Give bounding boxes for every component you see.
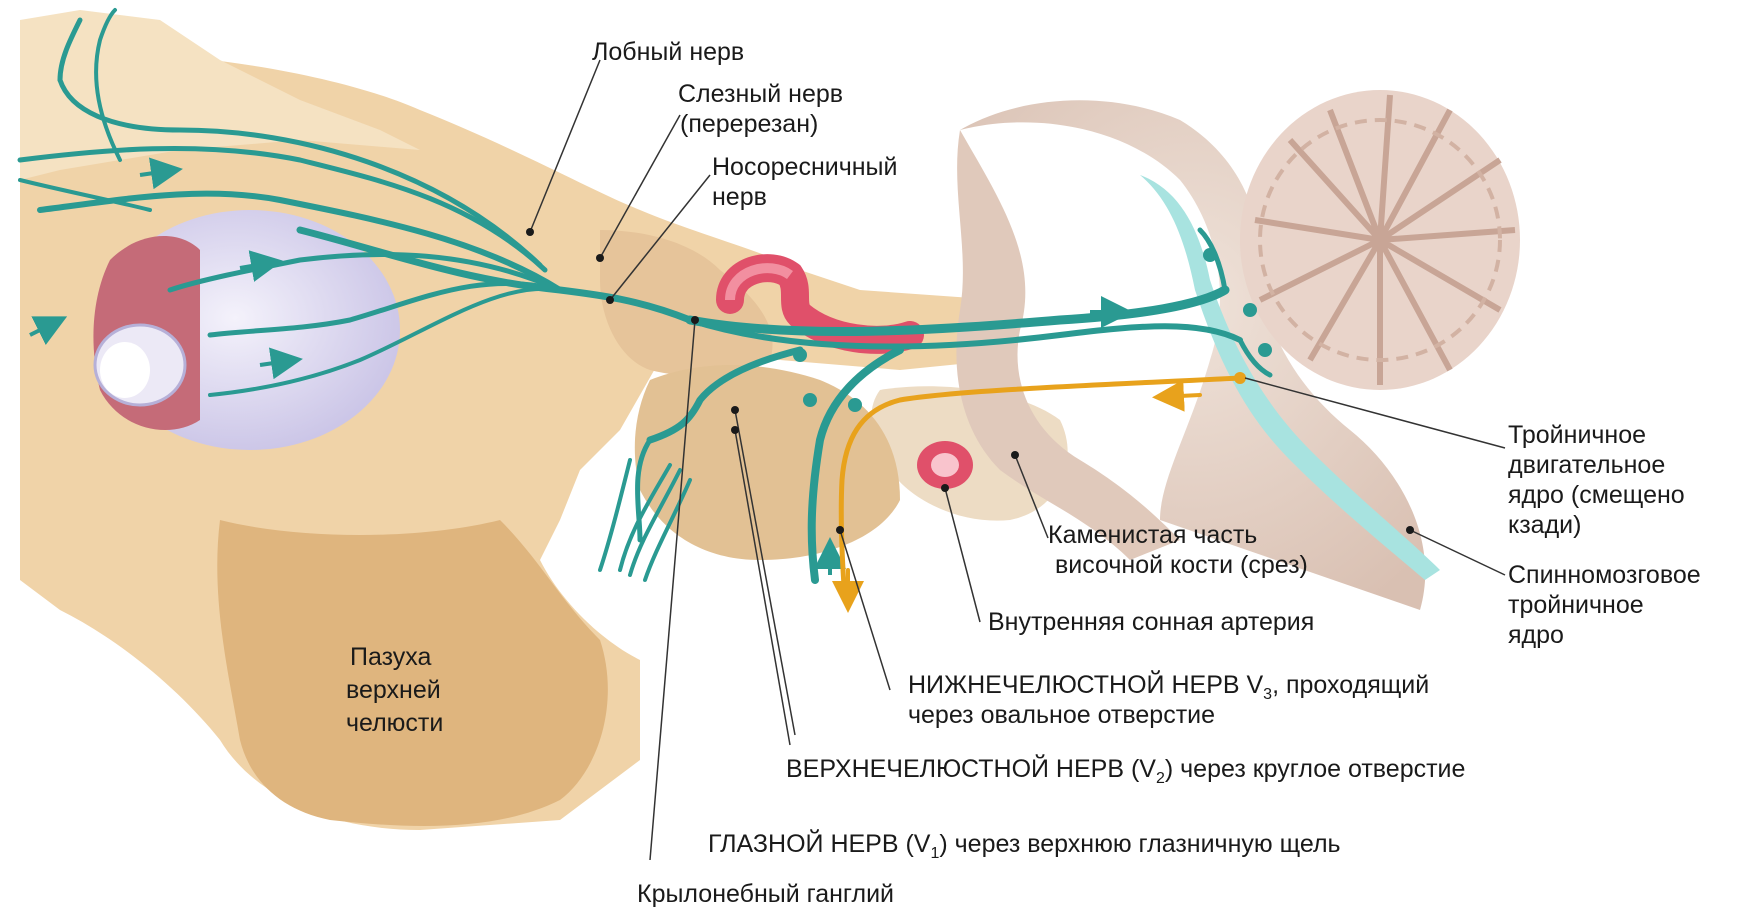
label-trigeminal-motor-2: двигательное bbox=[1508, 451, 1665, 479]
label-nasociliary-nerve: Носоресничный bbox=[712, 153, 898, 181]
label-internal-carotid: Внутренняя сонная артерия bbox=[988, 608, 1314, 636]
label-maxillary-nerve: ВЕРХНЕЧЕЛЮСТНОЙ НЕРВ (V2) через круглое … bbox=[786, 753, 1465, 787]
label-spinal-trigeminal-3: ядро bbox=[1508, 621, 1564, 649]
label-frontal-nerve: Лобный нерв bbox=[592, 38, 744, 66]
label-maxillary-sinus-3: челюсти bbox=[346, 709, 443, 737]
middle-fossa-bone bbox=[635, 365, 900, 560]
label-mandibular-nerve: НИЖНЕЧЕЛЮСТНОЙ НЕРВ V3, проходящий bbox=[908, 669, 1429, 703]
label-lacrimal-nerve: Слезный нерв bbox=[678, 80, 843, 108]
label-mandibular-nerve-2: через овальное отверстие bbox=[908, 701, 1215, 729]
label-maxillary-sinus-2: верхней bbox=[346, 676, 441, 704]
label-trigeminal-motor-4: кзади) bbox=[1508, 511, 1581, 539]
label-trigeminal-motor-1: Тройничное bbox=[1508, 421, 1646, 449]
label-lacrimal-nerve-cut: (перерезан) bbox=[680, 110, 818, 138]
cerebellum bbox=[1240, 90, 1520, 390]
maxillary-bone bbox=[217, 520, 608, 826]
label-petrous-1: Каменистая часть bbox=[1048, 521, 1257, 549]
label-spinal-trigeminal-1: Спинномозговое bbox=[1508, 561, 1701, 589]
label-petrous-2: височной кости (срез) bbox=[1055, 551, 1308, 579]
label-nasociliary-nerve-2: нерв bbox=[712, 183, 767, 211]
label-pterygopalatine-ganglion: Крылонебный ганглий bbox=[637, 880, 894, 908]
label-ophthalmic-nerve: ГЛАЗНОЙ НЕРВ (V1) через верхнюю глазничн… bbox=[708, 828, 1341, 862]
label-maxillary-sinus-1: Пазуха bbox=[350, 643, 431, 671]
label-spinal-trigeminal-2: тройничное bbox=[1508, 591, 1644, 619]
label-trigeminal-motor-3: ядро (смещено bbox=[1508, 481, 1685, 509]
